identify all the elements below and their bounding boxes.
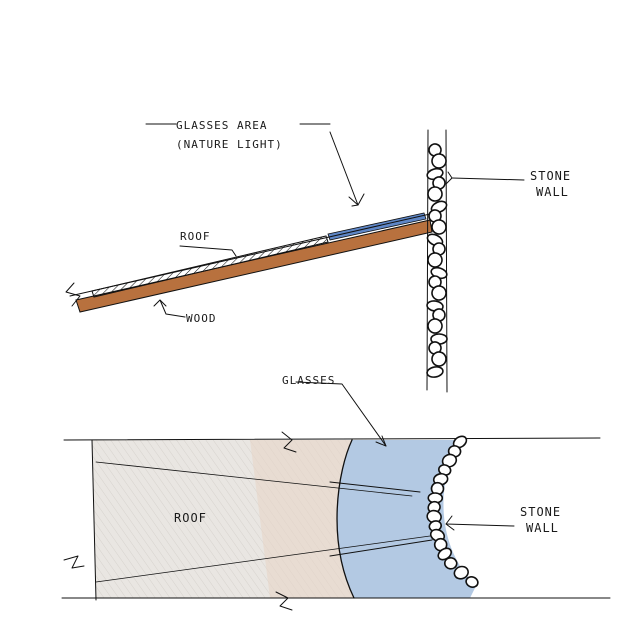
stone (431, 219, 447, 235)
stone (465, 576, 479, 588)
wall-label-plan: WALL (526, 521, 559, 535)
stone (427, 318, 443, 334)
plan-view: GLASSES ROOF STONE WALL (61, 374, 611, 611)
nature-light-label: (NATURE LIGHT) (176, 138, 283, 151)
roof-label-plan: ROOF (174, 511, 207, 525)
stone (427, 186, 443, 202)
stone (431, 153, 447, 169)
section-view: GLASSES AREA (NATURE LIGHT) ROOF WOOD ST… (65, 119, 571, 393)
stone (453, 565, 469, 580)
wood-label: WOOD (186, 312, 217, 325)
roof-label-section: ROOF (180, 230, 211, 243)
stone (431, 351, 447, 367)
stone-wall-plan (426, 435, 479, 588)
stone (427, 252, 443, 268)
stone-label-section: STONE (530, 169, 571, 183)
glasses-label-plan: GLASSES (282, 374, 335, 387)
stone (441, 453, 458, 468)
stone-label-plan: STONE (520, 505, 561, 519)
stone (426, 366, 444, 378)
wall-label-section: WALL (536, 185, 569, 199)
stone (443, 557, 458, 570)
stone (431, 285, 447, 301)
wood-beam (75, 219, 433, 313)
roof-layer (91, 235, 329, 298)
stone-wall-section (426, 129, 448, 393)
glasses-area-label: GLASSES AREA (176, 119, 267, 132)
